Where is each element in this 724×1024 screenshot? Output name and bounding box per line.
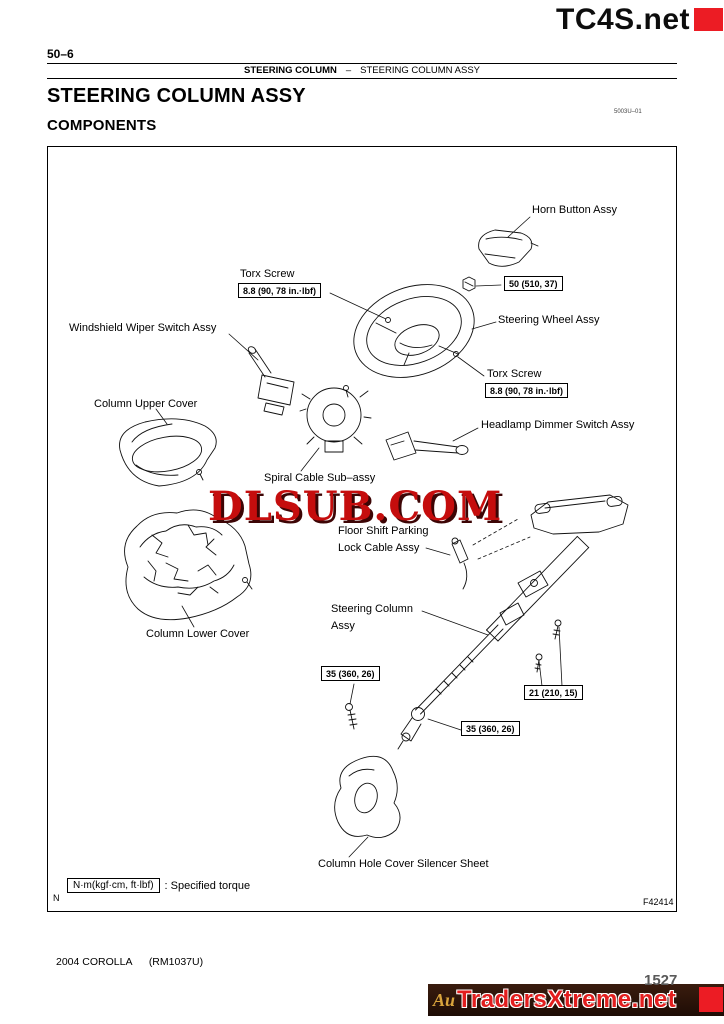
red-badge-top — [694, 8, 723, 31]
label-steering-column-2: Assy — [331, 620, 355, 632]
running-header: STEERING COLUMN – STEERING COLUMN ASSY — [47, 63, 677, 79]
torque-torx-screw-1: 8.8 (90, 78 in.·lbf) — [238, 283, 322, 299]
label-floor-shift-2: Lock Cable Assy — [338, 542, 420, 554]
label-upper-cover: Column Upper Cover — [94, 398, 198, 410]
label-horn-button-assy: Horn Button Assy — [532, 204, 617, 216]
footer-model: 2004 COROLLA — [56, 956, 132, 968]
page-reference: 50–6 — [47, 47, 74, 61]
label-torx-screw-1: Torx Screw — [240, 268, 295, 280]
figure-code: F42414 — [643, 897, 674, 907]
page-title: STEERING COLUMN ASSY — [47, 85, 306, 107]
corner-mark: N — [53, 893, 60, 903]
label-dimmer-switch: Headlamp Dimmer Switch Assy — [481, 419, 635, 431]
torque-wheel-nut: 50 (510, 37) — [504, 276, 563, 292]
watermark-top-text: TC4S.net — [556, 3, 691, 36]
red-badge-bottom — [699, 987, 723, 1012]
steering-wheel-drawing — [353, 284, 475, 378]
dimmer-switch-drawing — [385, 431, 469, 461]
torque-legend: N·m(kgf·cm, ft·lbf) : Specified torque — [67, 878, 250, 893]
label-floor-shift-1: Floor Shift Parking — [338, 525, 429, 537]
label-steering-wheel: Steering Wheel Assy — [498, 314, 600, 326]
lower-cover-drawing — [124, 509, 253, 621]
floor-shift-cable-drawing — [451, 537, 469, 590]
torque-unit-box: N·m(kgf·cm, ft·lbf) — [67, 878, 160, 893]
label-steering-column-1: Steering Column — [331, 603, 413, 615]
running-header-subsection: STEERING COLUMN ASSY — [360, 65, 481, 76]
torque-joint-lower: 35 (360, 26) — [461, 721, 520, 737]
label-torx-screw-2: Torx Screw — [487, 368, 542, 380]
wheel-nut-drawing — [462, 276, 476, 292]
footer-model-line: 2004 COROLLA (RM1037U) — [56, 956, 203, 968]
torque-bracket: 21 (210, 15) — [524, 685, 583, 701]
label-spiral-cable: Spiral Cable Sub–assy — [264, 472, 376, 484]
components-diagram: Horn Button Assy Torx Screw 8.8 (90, 78 … — [47, 146, 677, 912]
wiper-switch-drawing — [247, 346, 295, 416]
leader-lines — [155, 216, 563, 858]
steering-column-assy-drawing — [397, 494, 629, 750]
components-heading: COMPONENTS — [47, 117, 157, 134]
horn-button-drawing — [478, 229, 539, 267]
label-wiper-switch: Windshield Wiper Switch Assy — [69, 322, 217, 334]
watermark-bottom-text: TradersXtreme.net — [457, 986, 677, 1013]
footer-page-number: 1527 — [644, 972, 678, 989]
upper-cover-drawing — [119, 418, 217, 487]
spiral-cable-drawing — [299, 385, 372, 453]
hole-cover-drawing — [334, 755, 401, 839]
watermark-bottom-prefix: Au — [433, 989, 456, 1010]
watermark-bottom-banner: Au TradersXtreme.net — [428, 984, 724, 1016]
document-code: 5003U–01 — [614, 109, 642, 115]
footer-manual-code: (RM1037U) — [148, 956, 204, 968]
label-hole-cover: Column Hole Cover Silencer Sheet — [318, 858, 489, 870]
torque-torx-screw-2: 8.8 (90, 78 in.·lbf) — [485, 383, 569, 399]
exploded-diagram-art — [119, 216, 629, 858]
watermark-middle-text: DLSUB.COM — [208, 483, 503, 530]
running-header-dash: – — [345, 65, 352, 76]
bolt-drawings — [345, 619, 562, 730]
label-lower-cover: Column Lower Cover — [146, 628, 250, 640]
torque-joint-upper: 35 (360, 26) — [321, 666, 380, 682]
torque-legend-caption: : Specified torque — [164, 879, 251, 892]
running-header-section: STEERING COLUMN — [243, 65, 337, 76]
